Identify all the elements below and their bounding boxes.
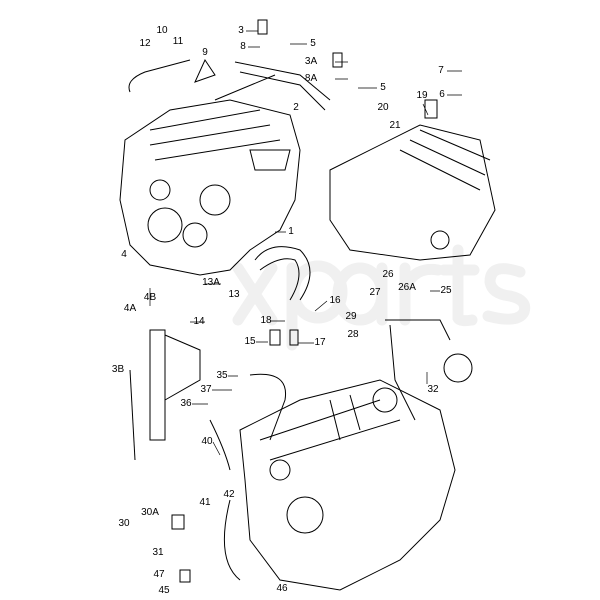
callout-label: 47 bbox=[153, 569, 165, 580]
callout-label: 42 bbox=[223, 489, 235, 500]
callout-label: 3 bbox=[238, 25, 244, 36]
callout-label: 26A bbox=[398, 282, 416, 293]
callout-label: 3A bbox=[304, 56, 318, 67]
callout-label: 21 bbox=[389, 120, 401, 131]
callout-label: 5 bbox=[310, 38, 316, 49]
coolant-pipe-upper bbox=[214, 61, 331, 111]
radiator bbox=[149, 329, 201, 441]
callout-label: 17 bbox=[314, 337, 326, 348]
callout-label: 32 bbox=[427, 384, 439, 395]
callout-label: 19 bbox=[416, 90, 428, 101]
callout-label: 45 bbox=[158, 585, 170, 596]
callout-label: 46 bbox=[276, 583, 288, 594]
callout-label: 41 bbox=[199, 497, 211, 508]
callout-label: 13 bbox=[228, 289, 240, 300]
callout-label: 3B bbox=[111, 364, 125, 375]
callout-label: 27 bbox=[369, 287, 381, 298]
callout-label: 20 bbox=[377, 102, 389, 113]
callout-label: 30A bbox=[141, 507, 159, 518]
callout-label: 26 bbox=[382, 269, 394, 280]
callout-label: 31 bbox=[152, 547, 164, 558]
callout-label: 2 bbox=[293, 102, 299, 113]
callout-label: 6 bbox=[439, 89, 445, 100]
lower-engine bbox=[239, 379, 456, 591]
callout-label: 25 bbox=[440, 285, 452, 296]
callout-label: 4 bbox=[121, 249, 127, 260]
callout-label: 10 bbox=[156, 25, 168, 36]
callout-label: 7 bbox=[438, 65, 444, 76]
callout-label: 1 bbox=[288, 226, 294, 237]
callout-label: 28 bbox=[347, 329, 359, 340]
callout-label: 8A bbox=[304, 73, 318, 84]
callout-label: 12 bbox=[139, 38, 151, 49]
coolant-hose bbox=[254, 246, 311, 301]
callout-label: 14 bbox=[193, 316, 205, 327]
callout-label: 30 bbox=[118, 518, 130, 529]
callout-label: 35 bbox=[216, 370, 228, 381]
callout-label: 29 bbox=[345, 311, 357, 322]
callout-label: 13A bbox=[202, 277, 220, 288]
callout-label: 11 bbox=[172, 36, 184, 47]
callout-label: 16 bbox=[329, 295, 341, 306]
callout-label: 36 bbox=[180, 398, 192, 409]
callout-label: 37 bbox=[200, 384, 212, 395]
callout-label: 8 bbox=[240, 41, 246, 52]
callout-label: 9 bbox=[202, 47, 208, 58]
upper-engine bbox=[119, 99, 301, 276]
callout-label: 4A bbox=[123, 303, 137, 314]
callout-label: 15 bbox=[244, 336, 256, 347]
callout-label: 18 bbox=[260, 315, 272, 326]
callout-label: 4B bbox=[143, 292, 157, 303]
callout-label: 5 bbox=[380, 82, 386, 93]
callout-label: 40 bbox=[201, 436, 213, 447]
transmission bbox=[329, 124, 496, 261]
fuel-line bbox=[385, 319, 451, 421]
